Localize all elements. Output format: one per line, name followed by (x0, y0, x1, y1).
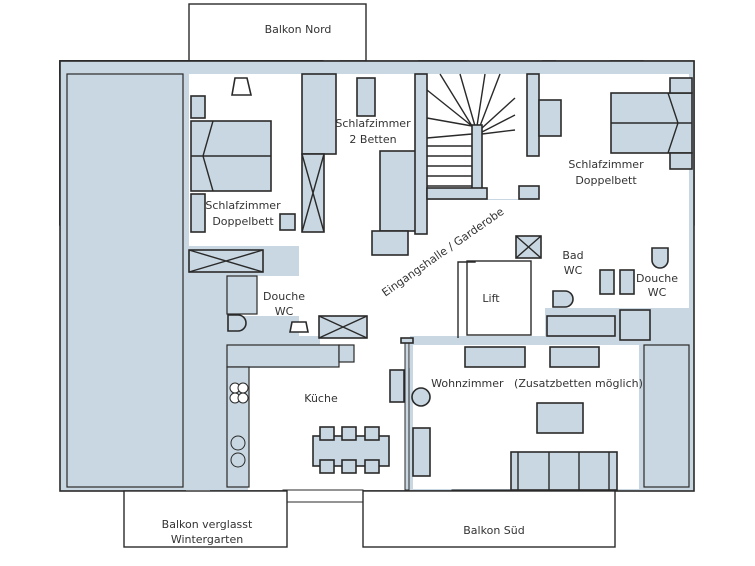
building (59, 60, 695, 503)
label-lift: Lift (482, 292, 500, 305)
balcony-winter-garden (123, 490, 288, 548)
label-balkon-sued: Balkon Süd (463, 524, 524, 537)
label-bad-2: WC (564, 264, 583, 277)
balcony-north (188, 3, 367, 63)
label-schlafzimmer-nw-2: Doppelbett (212, 215, 274, 228)
label-douche-w-2: WC (275, 305, 294, 318)
balcony-south (362, 490, 616, 548)
label-schlafzimmer-2betten-1: Schlafzimmer (335, 117, 411, 130)
label-schlafzimmer-ne-1: Schlafzimmer (568, 158, 644, 171)
label-wohnzimmer: Wohnzimmer (Zusatzbetten möglich) (431, 377, 643, 390)
label-douche-e-2: WC (648, 286, 667, 299)
label-douche-e-1: Douche (636, 272, 678, 285)
label-bad-1: Bad (562, 249, 583, 262)
label-schlafzimmer-2betten-2: 2 Betten (349, 133, 396, 146)
label-balkon-nord: Balkon Nord (265, 23, 332, 36)
label-balkon-verglasst-1: Balkon verglasst (162, 518, 253, 531)
label-balkon-verglasst-2: Wintergarten (171, 533, 243, 546)
label-schlafzimmer-ne-2: Doppelbett (575, 174, 637, 187)
label-kueche: Küche (304, 392, 338, 405)
label-douche-w-1: Douche (263, 290, 305, 303)
label-schlafzimmer-nw-1: Schlafzimmer (205, 199, 281, 212)
